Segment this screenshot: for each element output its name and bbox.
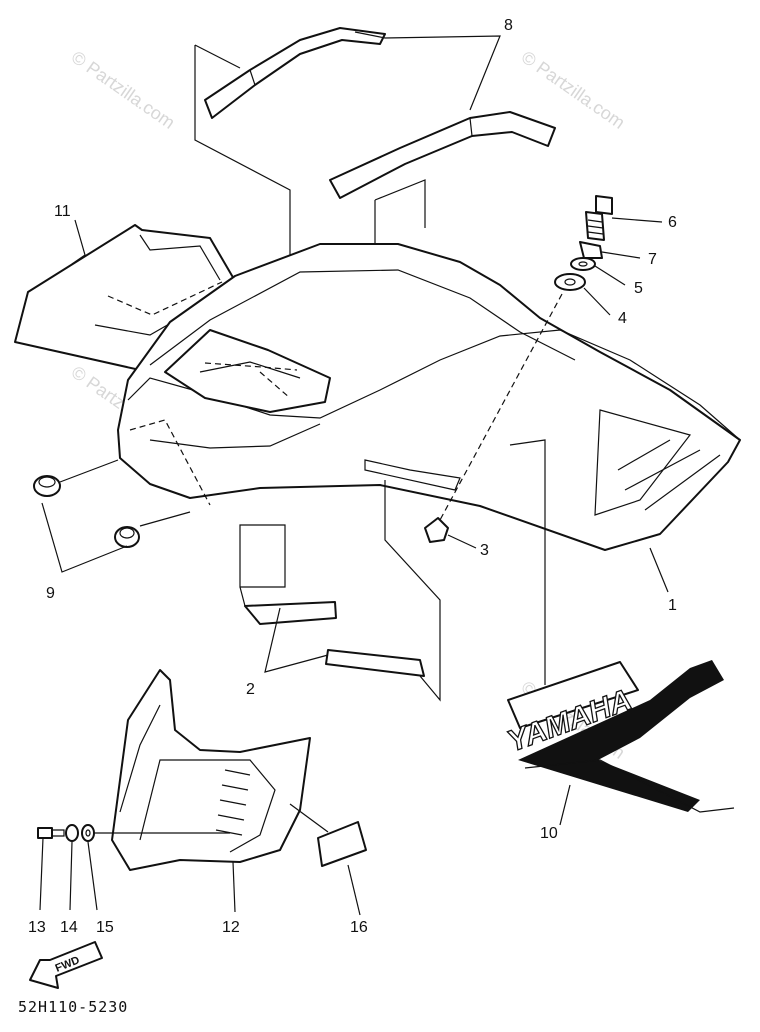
part-7-clip (579, 241, 603, 259)
callout-4: 4 (618, 310, 627, 327)
part-15-washer (81, 824, 95, 842)
part-10-emblem: YAMAHA (502, 439, 735, 813)
callout-6: 6 (668, 214, 677, 231)
part-14-washer (65, 824, 79, 842)
diagram-code: 52H110-5230 (18, 998, 128, 1016)
leader-lines-upper (194, 44, 426, 360)
part-1-rear-fender (117, 243, 741, 551)
callout-15: 15 (96, 919, 114, 936)
callout-labels: 1 2 3 4 5 6 7 8 9 10 11 12 13 14 15 16 (28, 17, 677, 936)
part-5-washer (570, 257, 596, 271)
part-8-rails (204, 27, 556, 199)
part-13-screw (37, 827, 65, 839)
callout-7: 7 (648, 251, 657, 268)
watermark-top-left: © Partzilla.com (68, 47, 179, 133)
bolt-axis-line (439, 293, 563, 521)
fwd-arrow: FWD (29, 941, 103, 989)
callout-8: 8 (504, 17, 513, 34)
callout-13: 13 (28, 919, 46, 936)
part-9-grommets (33, 459, 191, 548)
callout-12: 12 (222, 919, 240, 936)
part-4-washer (554, 273, 586, 291)
callout-11: 11 (54, 203, 71, 220)
callout-14: 14 (60, 919, 78, 936)
callout-3: 3 (480, 542, 489, 559)
part-2-pads (239, 480, 441, 702)
callout-leaders (39, 217, 669, 916)
callout-16: 16 (350, 919, 368, 936)
callout-1: 1 (668, 597, 677, 614)
part-12-guard (111, 669, 311, 871)
part-16-plate (289, 803, 367, 867)
callout-5: 5 (634, 280, 643, 297)
part-6-bolt (585, 195, 613, 241)
callout-2: 2 (246, 681, 255, 698)
part-3-nut (424, 517, 449, 543)
callout-9: 9 (46, 585, 55, 602)
callout-10: 10 (540, 825, 558, 842)
